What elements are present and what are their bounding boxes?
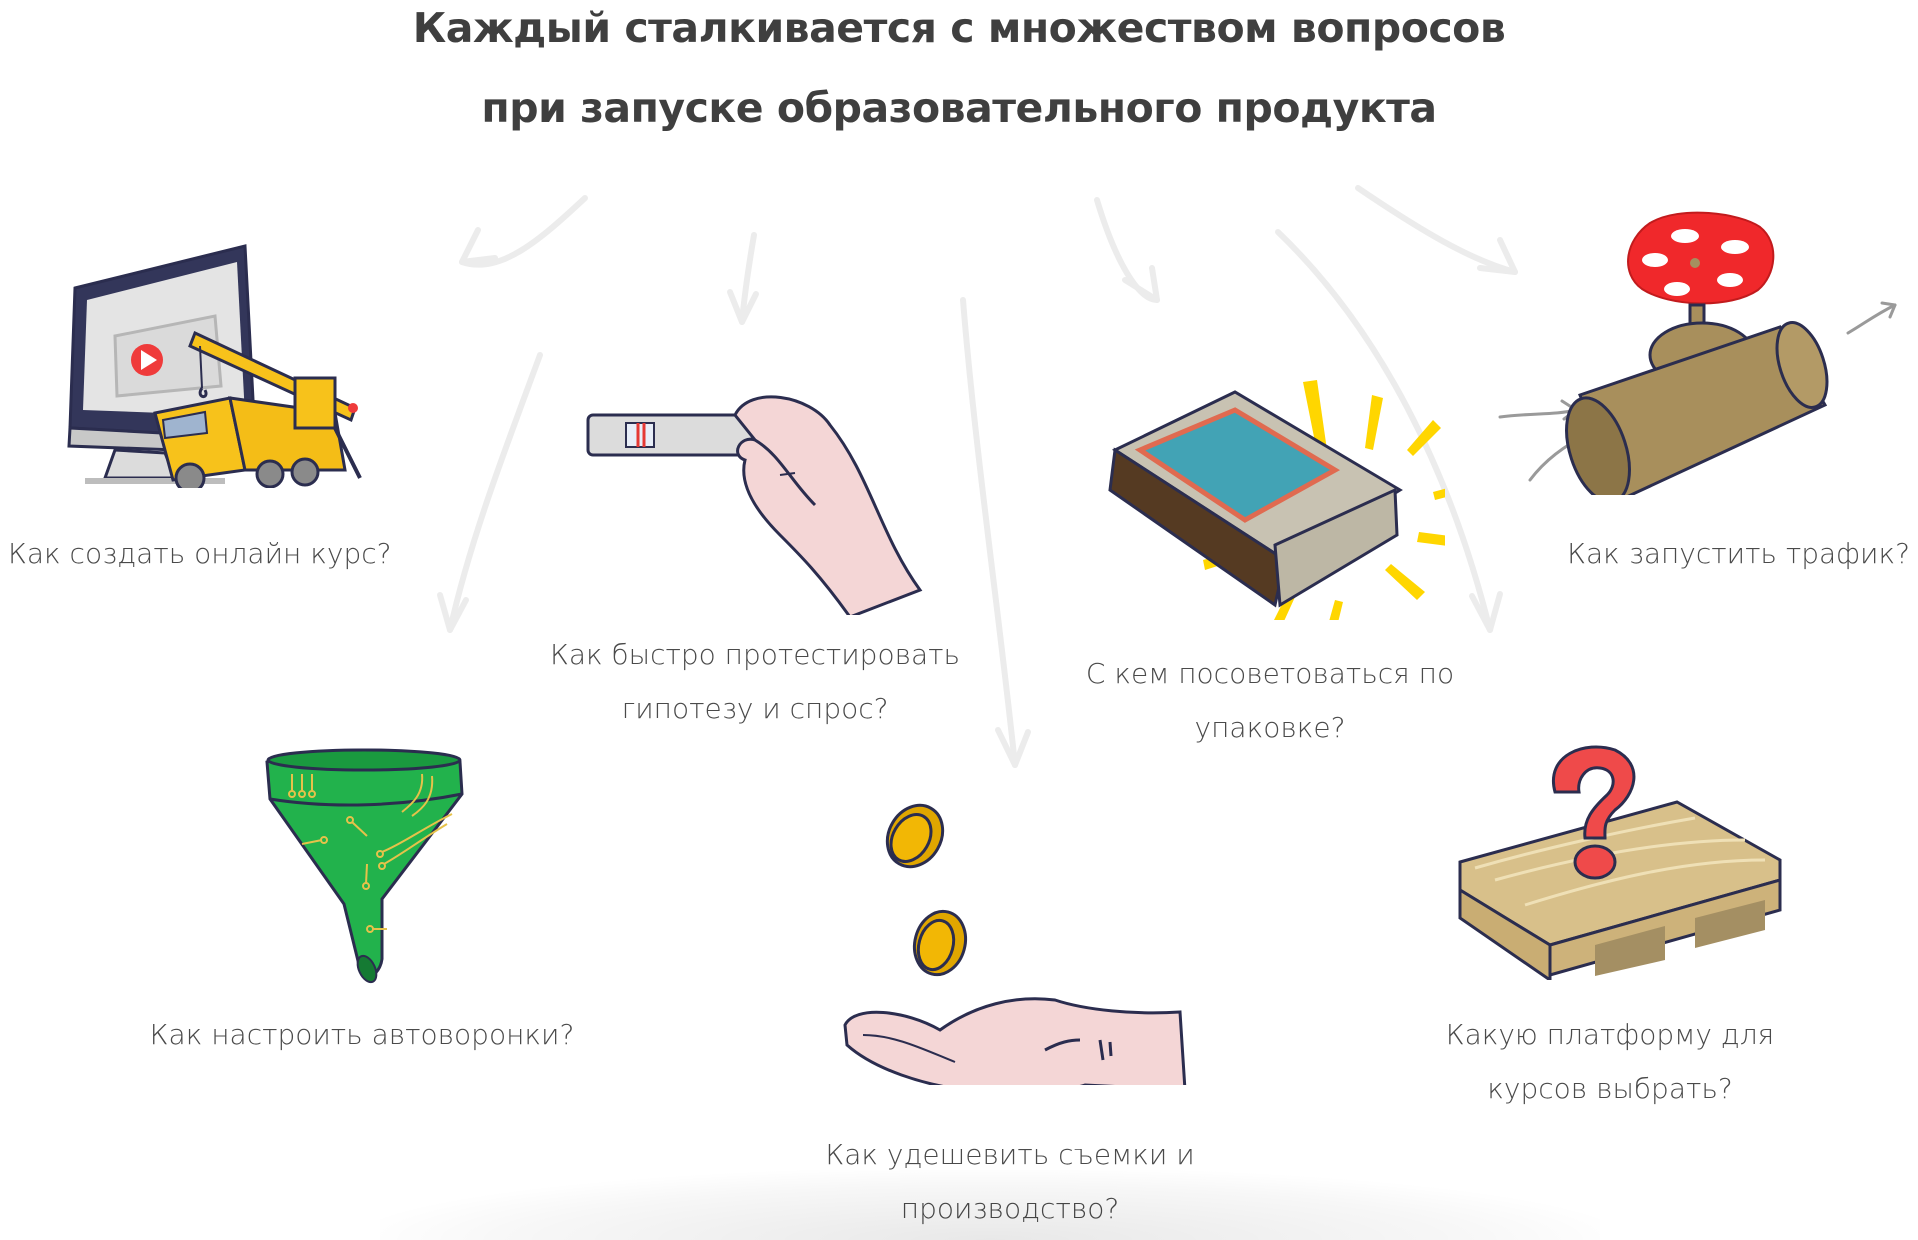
funnel-icon <box>265 748 464 984</box>
pallet-question-icon <box>1458 745 1782 983</box>
next-section-shadow <box>380 1170 1600 1240</box>
page-title-line-2: при запуске образовательного продукта <box>481 84 1437 132</box>
coins-hand-icon <box>843 803 1187 1099</box>
label-line: упаковке? <box>1194 711 1346 744</box>
illustration-create-course <box>55 238 375 494</box>
question-label-traffic: Как запустить трафик? <box>1567 527 1910 581</box>
illustration-autofunnels <box>262 744 472 994</box>
question-label-create-course: Как создать онлайн курс? <box>8 527 391 581</box>
question-label-packaging: С кем посоветоваться по упаковке? <box>1045 647 1495 755</box>
label-line: Как удешевить съемки и <box>825 1138 1195 1171</box>
page-title-line-1: Каждый сталкивается с множеством вопросо… <box>412 4 1506 52</box>
label-line: Как настроить автоворонки? <box>149 1018 575 1051</box>
label-line: Как создать онлайн курс? <box>8 537 392 570</box>
illustration-cheaper-production <box>835 800 1195 1099</box>
arrow-icon <box>459 195 588 268</box>
matchbox-icon <box>1108 380 1480 643</box>
label-line: производство? <box>760 1182 1260 1236</box>
label-line: С кем посоветоваться по <box>1085 657 1455 690</box>
question-label-platform: Какую платформу для курсов выбрать? <box>1360 1008 1860 1116</box>
valve-icon <box>1498 211 1897 512</box>
illustration-platform <box>1445 740 1785 985</box>
illustration-test-hypothesis <box>580 385 930 620</box>
question-label-cheaper-production: Как удешевить съемки и производство? <box>760 1128 1260 1236</box>
question-label-autofunnels: Как настроить автоворонки? <box>112 1008 612 1062</box>
monitor-crane-icon <box>67 244 362 494</box>
label-line: Как запустить трафик? <box>1567 537 1910 570</box>
label-line: гипотезу и спрос? <box>621 692 889 725</box>
label-line: Какую платформу для <box>1445 1018 1775 1051</box>
hand-test-strip-icon <box>586 395 923 619</box>
label-line: курсов выбрать? <box>1487 1072 1733 1105</box>
question-label-test-hypothesis: Как быстро протестировать гипотезу и спр… <box>530 628 980 736</box>
illustration-packaging <box>1095 360 1480 643</box>
label-line: Как быстро протестировать <box>549 638 961 671</box>
illustration-traffic <box>1480 205 1910 512</box>
